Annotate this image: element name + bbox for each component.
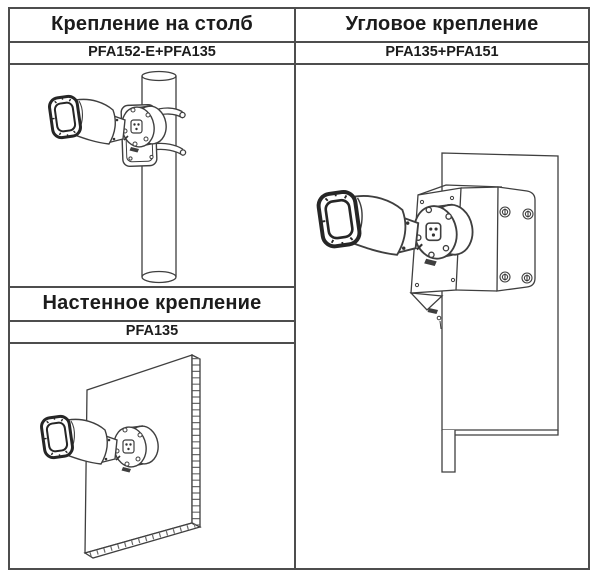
- pole-mount-figure: [10, 65, 294, 286]
- panel-pole-mount: Крепление на столб PFA152-E+PFA135: [8, 7, 296, 288]
- wall-mount-model: PFA135: [10, 322, 294, 344]
- pole-mount-title: Крепление на столб: [10, 9, 294, 43]
- wall-mount-figure: [10, 344, 294, 568]
- panel-corner-mount: Угловое крепление PFA135+PFA151: [294, 7, 590, 570]
- panel-wall-mount: Настенное крепление PFA135: [8, 286, 296, 570]
- pole-mount-model: PFA152-E+PFA135: [10, 43, 294, 65]
- corner-mount-model: PFA135+PFA151: [296, 43, 588, 65]
- wall-mount-title: Настенное крепление: [10, 288, 294, 322]
- pole-mount-diagram: [46, 70, 187, 284]
- corner-mount-title: Угловое крепление: [296, 9, 588, 43]
- corner-mount-figure: [296, 65, 588, 568]
- wall-mount-diagram: [38, 353, 202, 559]
- corner-mount-diagram: [315, 152, 559, 473]
